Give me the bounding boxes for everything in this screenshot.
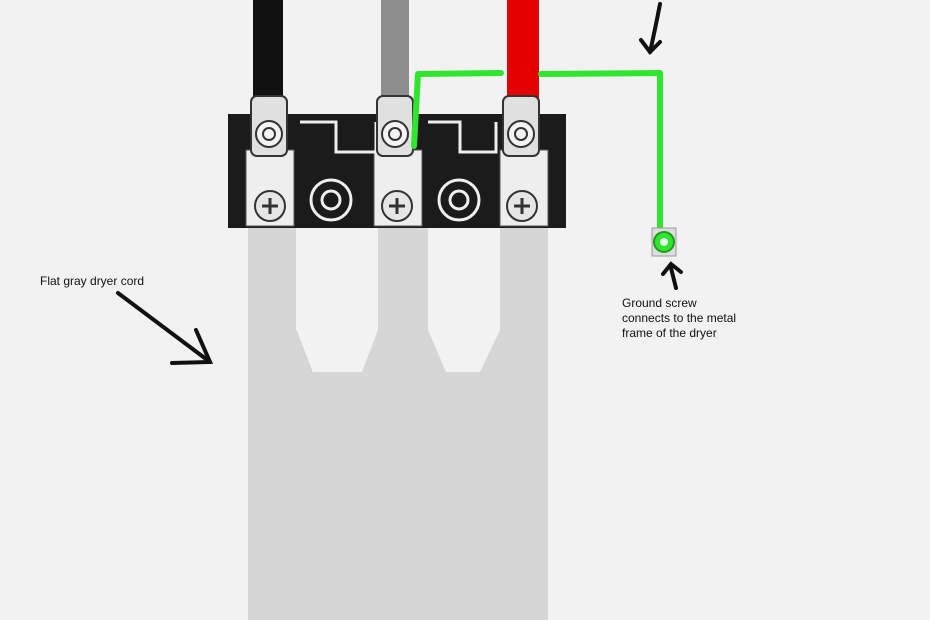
ring-terminal-black bbox=[250, 95, 288, 157]
mounting-hole-icon bbox=[437, 178, 481, 222]
flat-gray-cord bbox=[248, 228, 548, 620]
ground-wire bbox=[411, 70, 663, 235]
arrow-down-to-ground-wire bbox=[639, 2, 662, 56]
terminal-screw-icon bbox=[254, 190, 286, 222]
black-wire bbox=[253, 0, 283, 100]
terminal-screw-icon bbox=[506, 190, 538, 222]
ground-label-line: Ground screw bbox=[622, 296, 697, 310]
terminal-screw-icon bbox=[381, 190, 413, 222]
ground-label-line: connects to the metal bbox=[622, 311, 737, 325]
cord-label: Flat gray dryer cord bbox=[40, 274, 145, 288]
ring-terminal-red bbox=[502, 95, 540, 157]
ground-label-line: frame of the dryer bbox=[622, 326, 717, 340]
gray-wire bbox=[381, 0, 409, 100]
ground-screw-icon bbox=[651, 227, 677, 257]
ring-terminal-gray bbox=[376, 95, 414, 157]
arrow-up-to-ground-screw bbox=[661, 261, 683, 290]
mounting-hole-icon bbox=[309, 178, 353, 222]
ground-screw-label: Ground screw connects to the metal frame… bbox=[622, 296, 782, 341]
arrow-to-flat-cord bbox=[116, 291, 214, 365]
red-wire bbox=[507, 0, 539, 100]
